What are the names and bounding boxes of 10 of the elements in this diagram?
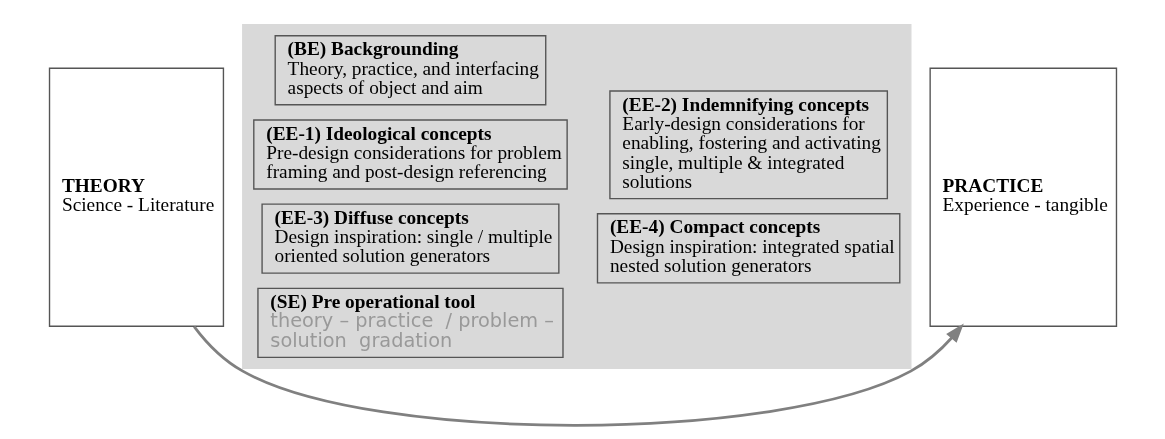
node-box: (BE) Backgrounding Theory, practice, and interfacing aspects of object and aim — [274, 35, 546, 106]
node-box: PRACTICE Experience - tangible — [928, 67, 1117, 327]
node-box: THEORY Science - Literature — [48, 67, 224, 327]
node-box: (SE) Pre operational tool theory – practice / problem – solution gradation — [256, 287, 564, 359]
arrow — [192, 323, 964, 427]
cluster — [241, 24, 911, 370]
node-box: (EE-1) Ideological concepts Pre-design considerations for problem framing and post-design referencing — [252, 119, 568, 190]
node-box: (EE-3) Diffuse concepts Design inspiration: single / multiple oriented solution generators — [260, 203, 560, 274]
node-box: (EE-4) Compact concepts Design inspiration: integrated spatial nested solution generators — [596, 213, 900, 284]
node-box: (EE-2) Indemnifying concepts Early-design considerations for enabling, fostering and activating single, multiple & integrated solutions — [608, 90, 888, 200]
